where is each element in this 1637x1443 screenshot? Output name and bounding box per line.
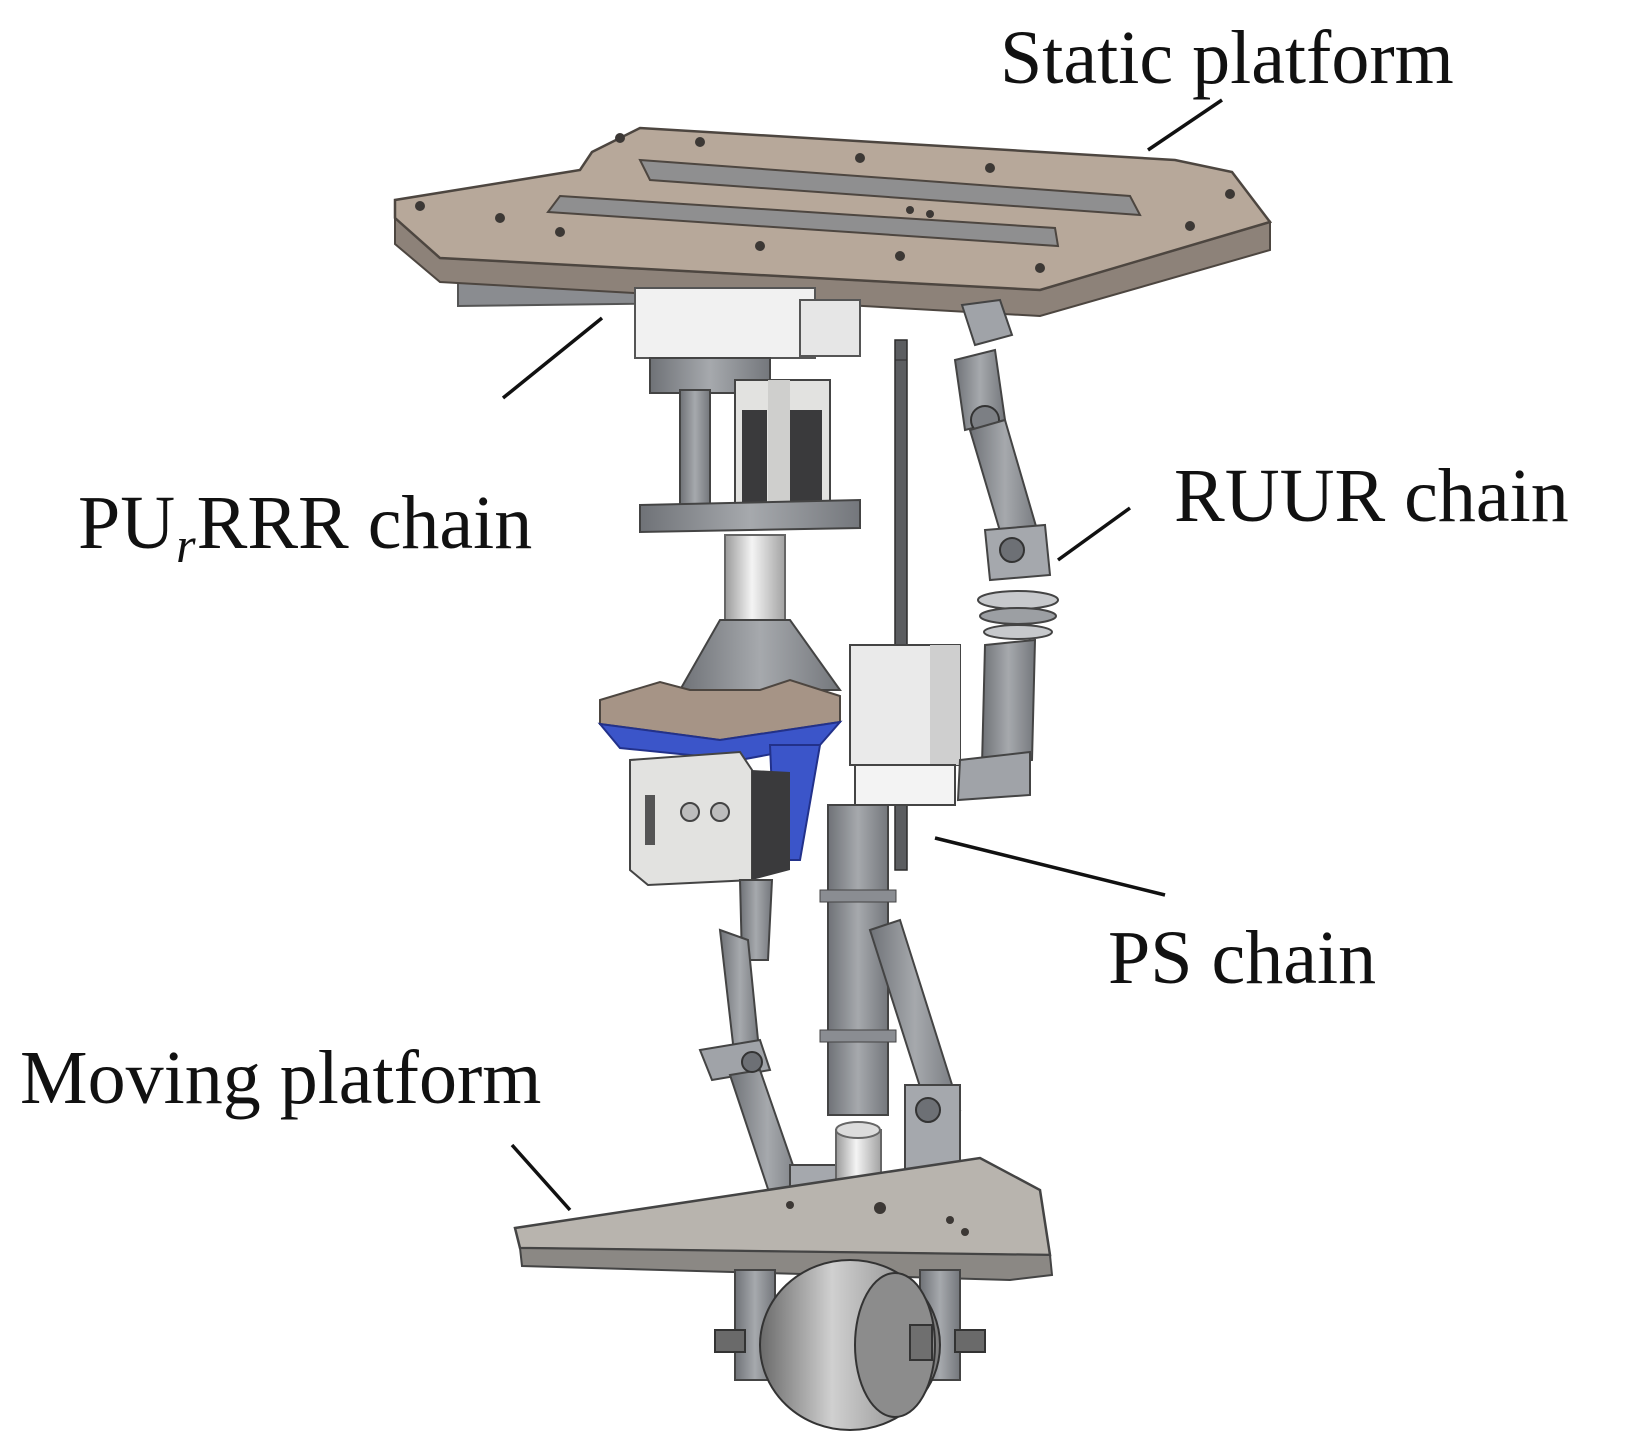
static-platform-slot (638, 158, 1142, 217)
label-ruur-chain: RUUR chain (1174, 454, 1569, 538)
label-moving-platform: Moving platform (20, 1036, 542, 1120)
pur-rrr-chain (597, 287, 861, 1236)
upper-motor-housing (634, 287, 816, 359)
moving-platform (513, 1156, 1054, 1431)
leader-moving-platform (510, 1143, 572, 1212)
label-pur-subscript: r (176, 517, 196, 573)
ps-chain (819, 339, 961, 1196)
leader-pur-chain (501, 316, 604, 400)
stepper-motor-upper (734, 379, 831, 511)
ruur-lower-link (956, 750, 1031, 802)
prismatic-column (827, 804, 889, 1116)
label-pur-rrr-chain: PUrRRR chain (78, 485, 532, 570)
ruur-base-joint (960, 298, 1014, 347)
label-static-platform: Static platform (1000, 16, 1454, 100)
motor-flange (639, 498, 861, 534)
label-ps-chain: PS chain (1108, 916, 1377, 1000)
shaft (724, 534, 786, 631)
ruur-link (980, 638, 1037, 767)
moving-platform-top (513, 1156, 1052, 1257)
leader-static-platform (1147, 98, 1223, 152)
static-platform (393, 126, 1273, 318)
leader-lines (501, 98, 1223, 1212)
cone-support (678, 619, 842, 691)
static-platform-top (393, 126, 1273, 292)
ruur-chain (868, 298, 1059, 1176)
static-platform-slot (546, 194, 1060, 248)
stepper-motor-side (629, 750, 790, 887)
ruur-universal-joint-rings (977, 590, 1059, 640)
leader-ruur-chain (1056, 506, 1132, 562)
label-pur-prefix: PU (78, 481, 176, 565)
ps-motor (849, 644, 961, 806)
label-pur-suffix: RRR chain (196, 481, 533, 565)
caster-wheel (714, 1259, 986, 1431)
leader-ps-chain (934, 836, 1166, 897)
